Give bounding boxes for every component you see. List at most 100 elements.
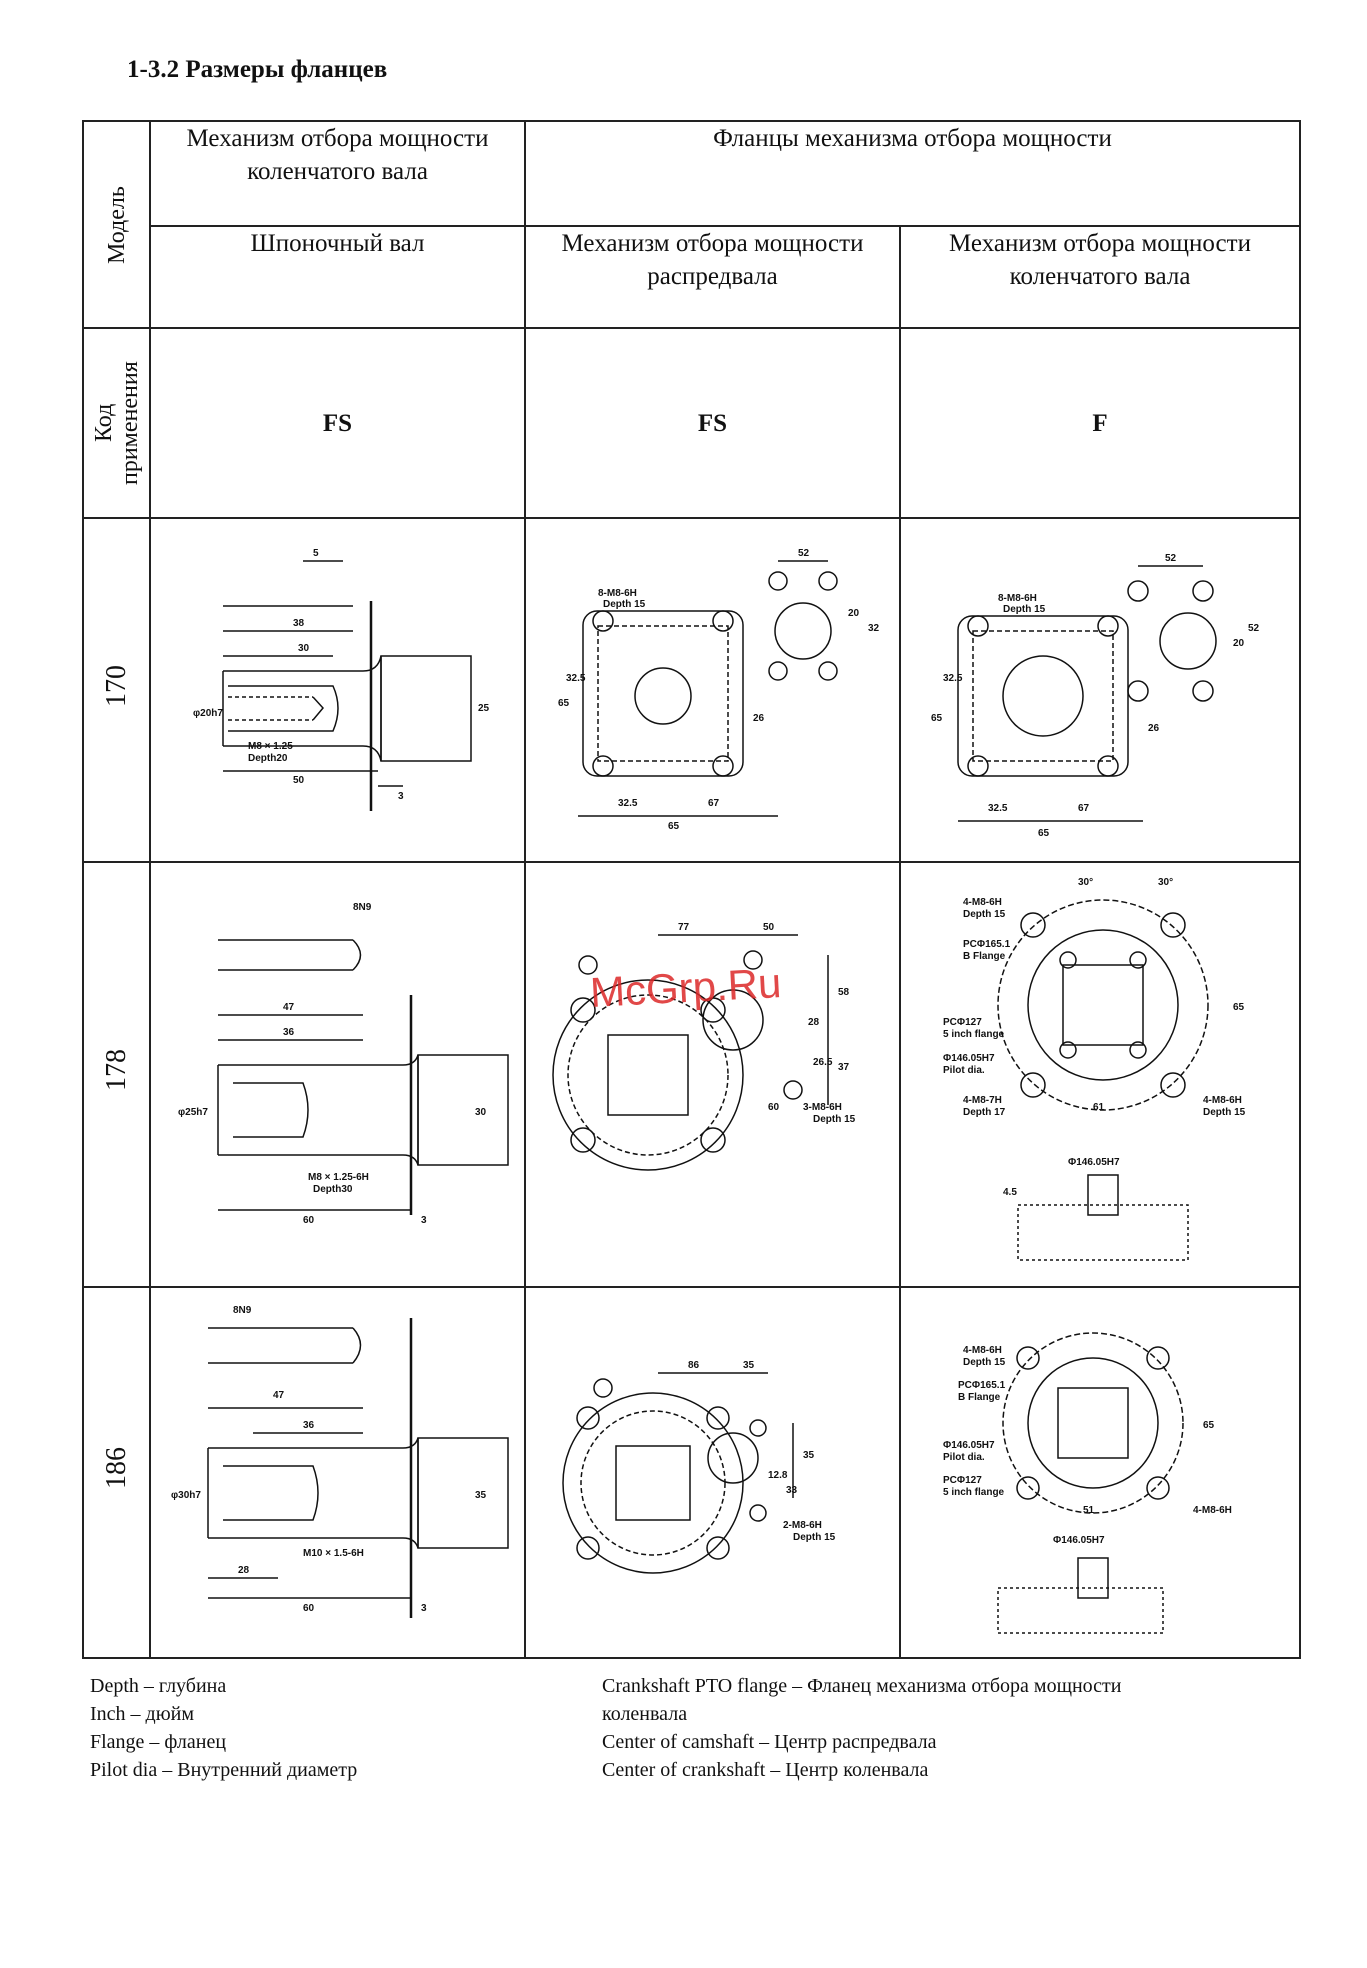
dim-label: 20 bbox=[848, 608, 860, 619]
dim-label: 58 bbox=[838, 987, 850, 998]
pilot-label: Φ146.05H7 bbox=[1068, 1157, 1120, 1168]
legend-left: Depth – глубина Inch – дюйм Flange – фла… bbox=[90, 1672, 357, 1784]
model-cell-170: 170 bbox=[82, 517, 151, 863]
dim-label: 3 bbox=[421, 1215, 427, 1226]
dim-label: 65 bbox=[1038, 828, 1050, 839]
depth-label: Depth 15 bbox=[1203, 1107, 1246, 1118]
pilot-label: Φ146.05H7 bbox=[943, 1053, 995, 1064]
dim-label: 50 bbox=[763, 922, 775, 933]
code-cell-3: F bbox=[899, 327, 1301, 519]
dim-label: 47 bbox=[273, 1390, 285, 1401]
dim-label: 60 bbox=[303, 1603, 315, 1614]
dim-label: 36 bbox=[283, 1027, 295, 1038]
drawing-186-crank: 4-M8-6H Depth 15 PCΦ165.1 B Flange Φ146.… bbox=[899, 1286, 1301, 1659]
model-header: Модель bbox=[103, 185, 130, 264]
depth-label: Depth30 bbox=[313, 1184, 353, 1195]
crankshaft-flange-drawing: 4-M8-6H Depth 15 PCΦ165.1 B Flange Φ146.… bbox=[943, 1332, 1231, 1634]
drawing-186-shaft: 8N9 47 36 28 60 3 35 φ30h7 M10 × 1.5-6H bbox=[149, 1286, 526, 1659]
model-cell-186: 186 bbox=[82, 1286, 151, 1659]
dim-label: 65 bbox=[931, 713, 943, 724]
dim-label: 51 bbox=[1083, 1505, 1095, 1516]
dim-label: 3 bbox=[421, 1603, 427, 1614]
watermark: McGrp.Ru bbox=[588, 959, 783, 1016]
holes-label: 8-M8-6H bbox=[598, 588, 637, 599]
dim-label: 3 bbox=[398, 791, 404, 802]
dim-label: 37 bbox=[838, 1062, 850, 1073]
dim-label: 12.8 bbox=[768, 1470, 788, 1481]
col1-group-header: Механизм отбора мощности коленчатого вал… bbox=[149, 120, 526, 227]
dim-label: 28 bbox=[808, 1017, 820, 1028]
drawing-178-shaft: 8N9 47 36 60 3 30 φ25h7 M8 × 1.25-6H Dep… bbox=[149, 861, 526, 1288]
dim-label: φ20h7 bbox=[193, 708, 223, 719]
dim-label: φ25h7 bbox=[178, 1107, 208, 1118]
depth-label: Depth 15 bbox=[813, 1114, 856, 1125]
angle-label: 30° bbox=[1158, 877, 1173, 888]
depth-label: Depth 15 bbox=[1003, 604, 1046, 615]
dim-label: 47 bbox=[283, 1002, 295, 1013]
key-label: 8N9 bbox=[353, 902, 372, 913]
dim-label: 65 bbox=[668, 821, 680, 832]
camshaft-flange-drawing: 77 50 58 28 26.5 37 60 3-M8-6H Depth 15 bbox=[551, 922, 856, 1171]
dim-label: 35 bbox=[803, 1450, 815, 1461]
dim-label: 35 bbox=[743, 1360, 755, 1371]
col3-sub-header: Механизм отбора мощности коленчатого вал… bbox=[899, 225, 1301, 329]
code-header-cell: Код применения bbox=[82, 327, 151, 519]
dim-label: 67 bbox=[1078, 803, 1090, 814]
model-label: 186 bbox=[100, 1447, 132, 1489]
depth-label: Depth20 bbox=[248, 753, 288, 764]
drawing-178-cam: 77 50 58 28 26.5 37 60 3-M8-6H Depth 15 bbox=[524, 861, 901, 1288]
dim-label: 25 bbox=[478, 703, 490, 714]
holes-label: 4-M8-7H bbox=[963, 1095, 1002, 1106]
drawing-170-crank: 52 32.5 65 20 52 26 32.5 67 65 8-M8-6H D… bbox=[899, 517, 1301, 863]
dim-label: φ30h7 bbox=[171, 1490, 201, 1501]
dim-label: 35 bbox=[475, 1490, 487, 1501]
depth-label: Depth 17 bbox=[963, 1107, 1006, 1118]
drawing-170-cam: 52 32.5 65 20 32 26 32.5 67 65 8-M8-6H D… bbox=[524, 517, 901, 863]
pilot-label: Φ146.05H7 bbox=[1053, 1535, 1105, 1546]
holes-label: 4-M8-6H bbox=[963, 1345, 1002, 1356]
pcd-label: PCΦ165.1 bbox=[963, 939, 1011, 950]
angle-label: 30° bbox=[1078, 877, 1093, 888]
pcd-label: PCΦ127 bbox=[943, 1017, 982, 1028]
dim-label: 4.5 bbox=[1003, 1187, 1017, 1198]
dim-label: 26 bbox=[1148, 723, 1160, 734]
dim-label: 33 bbox=[786, 1485, 798, 1496]
drawing-170-shaft: 5 38 30 50 3 25 φ20h7 M8 × 1.25 Depth20 bbox=[149, 517, 526, 863]
code-header: Код применения bbox=[90, 361, 143, 485]
model-label: 178 bbox=[100, 1049, 132, 1091]
holes-label: 4-M8-6H bbox=[1203, 1095, 1242, 1106]
thread-label: M8 × 1.25 bbox=[248, 741, 293, 752]
keyed-shaft-drawing: 8N9 47 36 28 60 3 35 φ30h7 M10 × 1.5-6H bbox=[171, 1305, 509, 1618]
legend-item: Depth – глубина bbox=[90, 1675, 227, 1697]
dim-label: 32.5 bbox=[618, 798, 638, 809]
dim-label: 60 bbox=[768, 1102, 780, 1113]
dim-label: 77 bbox=[678, 922, 690, 933]
keyed-shaft-drawing: 5 38 30 50 3 25 φ20h7 M8 × 1.25 Depth20 bbox=[193, 548, 490, 811]
depth-label: Depth 15 bbox=[793, 1532, 836, 1543]
dim-label: 86 bbox=[688, 1360, 700, 1371]
pcd-label: PCΦ127 bbox=[943, 1475, 982, 1486]
dim-label: 67 bbox=[708, 798, 720, 809]
pilot-dia-label: Pilot dia. bbox=[943, 1452, 985, 1463]
dim-label: 20 bbox=[1233, 638, 1245, 649]
flange-dimensions-table: Модель Механизм отбора мощности коленчат… bbox=[82, 120, 1301, 1659]
dim-label: 50 bbox=[293, 775, 305, 786]
flange-label: 5 inch flange bbox=[943, 1487, 1005, 1498]
legend-item: Pilot dia – Внутренний диаметр bbox=[90, 1759, 358, 1781]
pilot-label: Φ146.05H7 bbox=[943, 1440, 995, 1451]
pcd-label: PCΦ165.1 bbox=[958, 1380, 1006, 1391]
col23-group-header: Фланцы механизма отбора мощности bbox=[524, 120, 1301, 227]
dim-label: 52 bbox=[1165, 553, 1177, 564]
dim-label: 28 bbox=[238, 1565, 250, 1576]
dim-label: 61 bbox=[1093, 1102, 1105, 1113]
holes-label: 2-M8-6H bbox=[783, 1520, 822, 1531]
dim-label: 32.5 bbox=[566, 673, 586, 684]
dim-label: 32.5 bbox=[943, 673, 963, 684]
dim-label: 30 bbox=[475, 1107, 487, 1118]
section-title: 1-3.2 Размеры фланцев bbox=[127, 56, 388, 83]
legend-item: Center of crankshaft – Центр коленвала bbox=[602, 1759, 929, 1781]
col2-sub-header: Механизм отбора мощности распредвала bbox=[524, 225, 901, 329]
dim-label: 32.5 bbox=[988, 803, 1008, 814]
crankshaft-flange-drawing: 52 32.5 65 20 52 26 32.5 67 65 8-M8-6H D… bbox=[931, 553, 1260, 839]
dim-label: 26 bbox=[753, 713, 765, 724]
